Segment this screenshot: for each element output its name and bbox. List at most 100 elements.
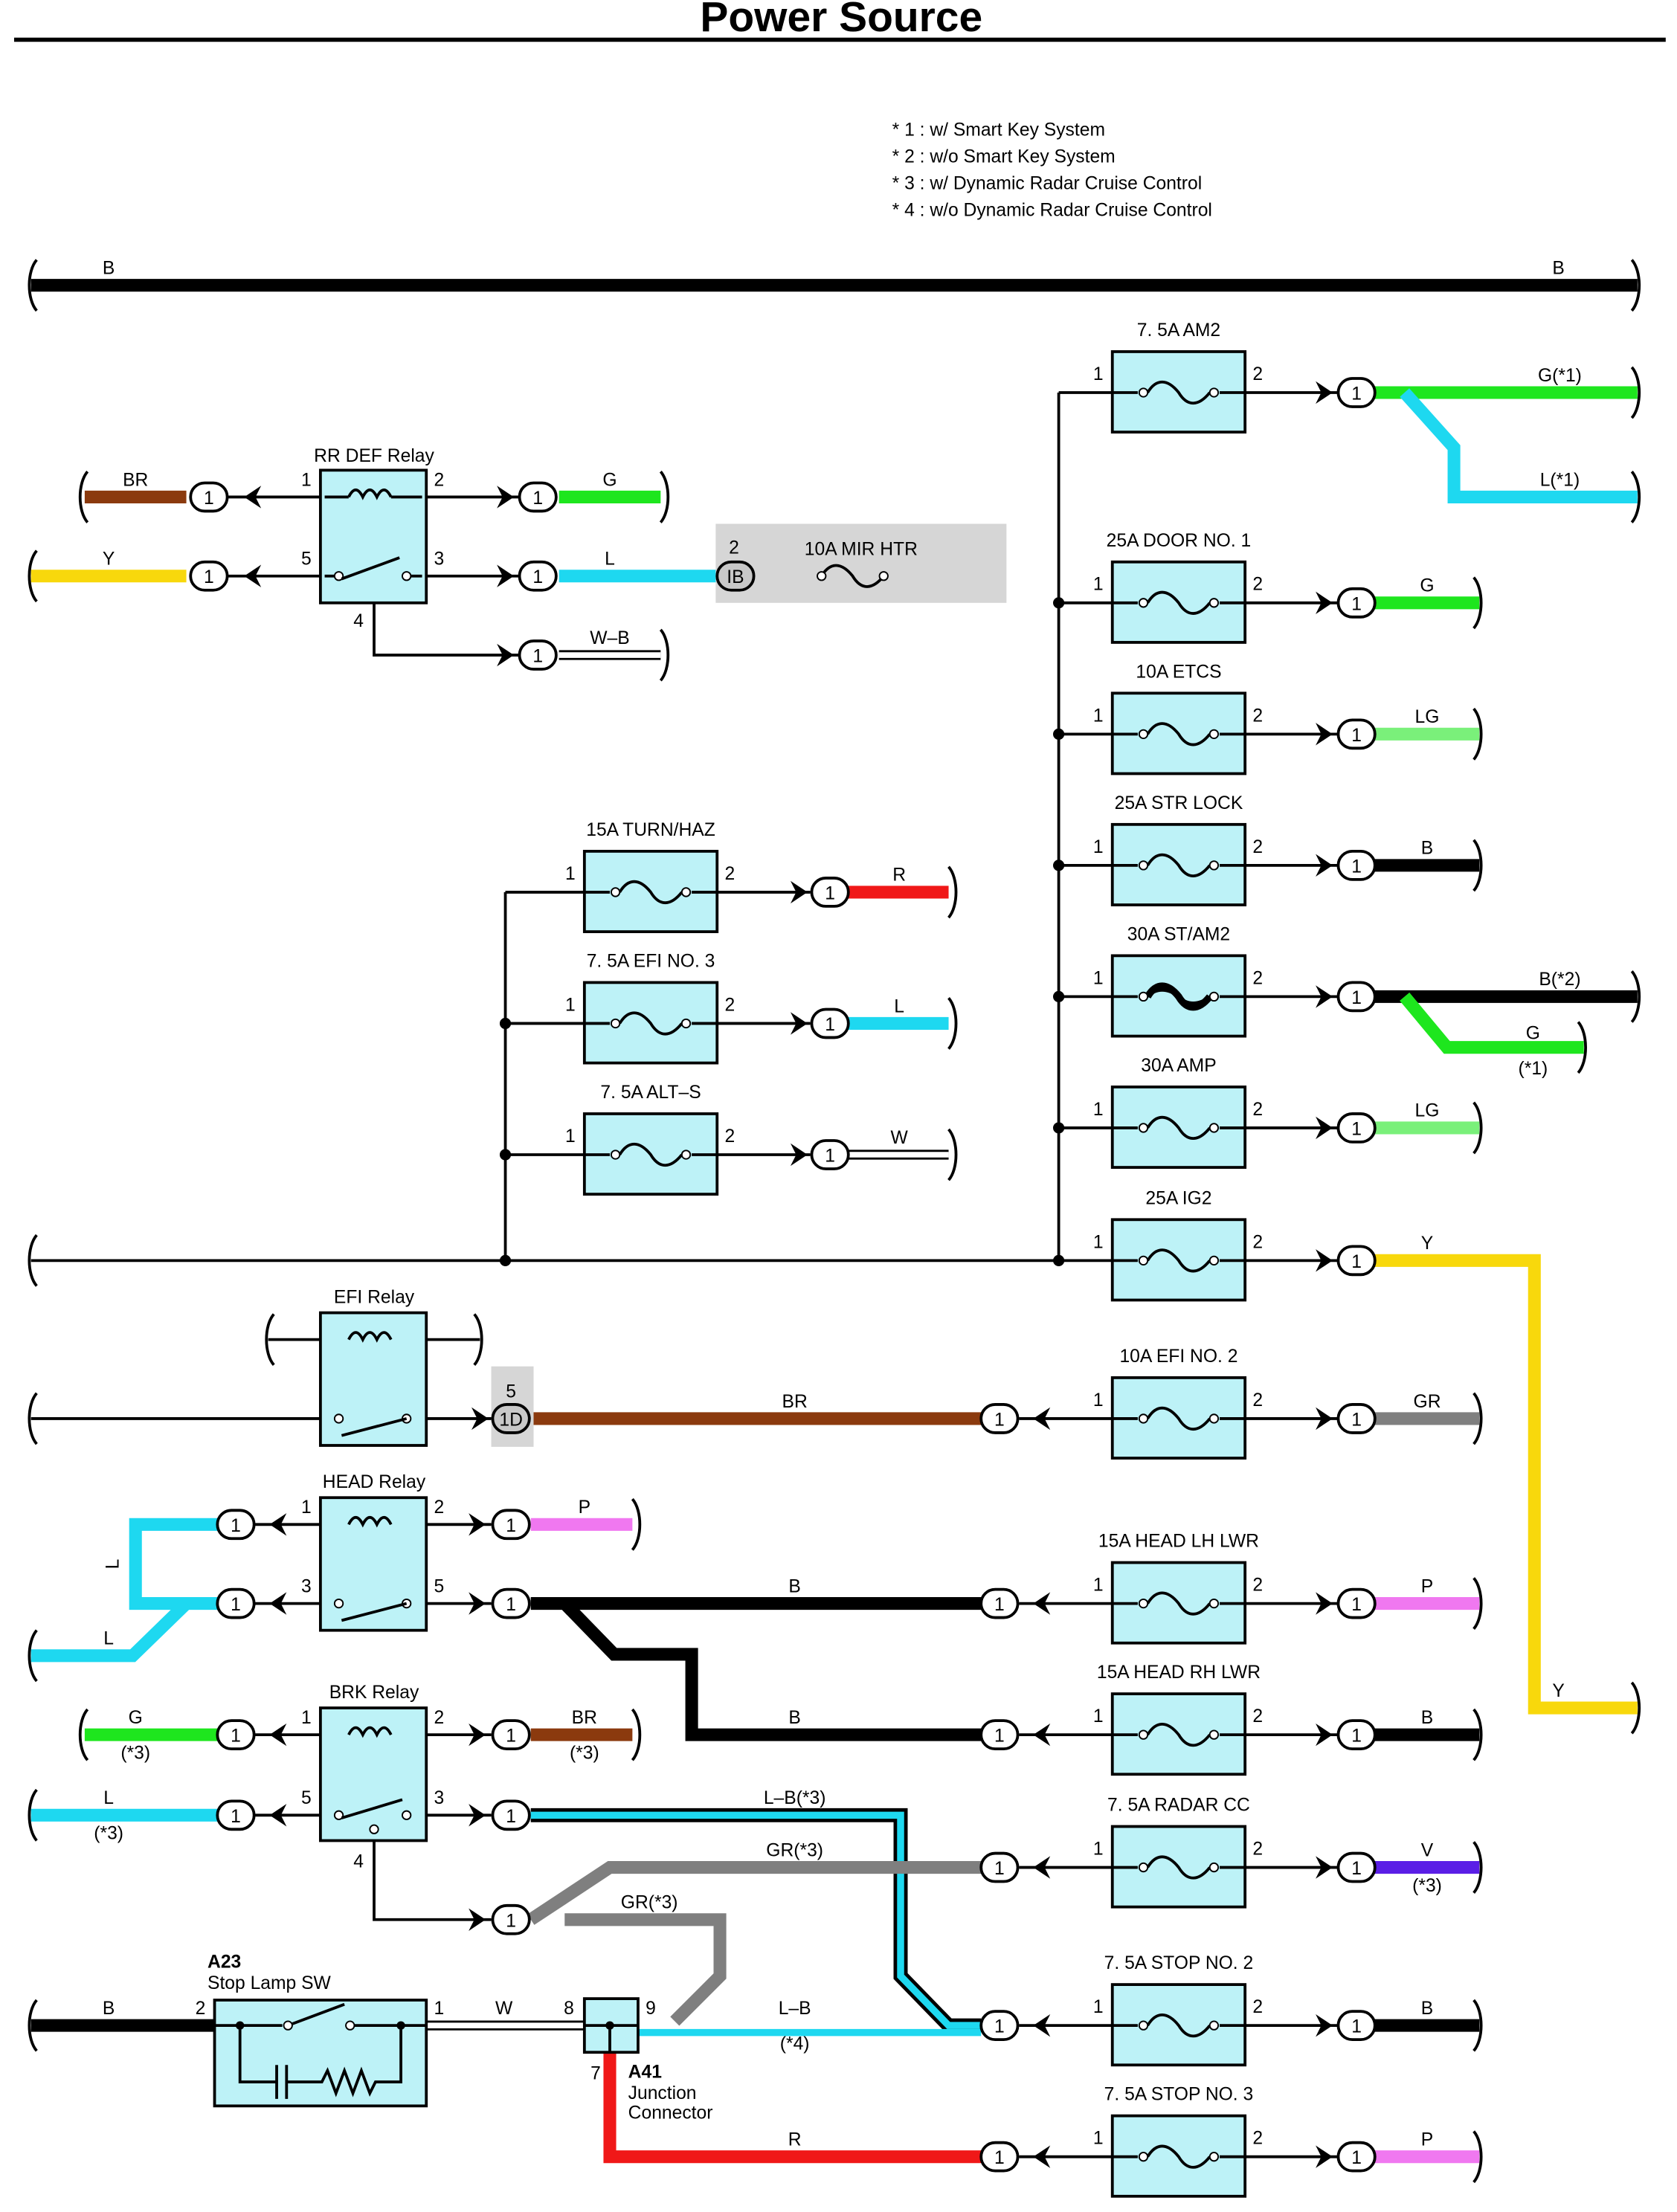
connector-arrow	[269, 1723, 287, 1747]
connector-number: 1	[1351, 1252, 1362, 1272]
label-efi-br: BR	[782, 1392, 808, 1412]
pin-p2: 2	[434, 1497, 444, 1518]
pin-p9: 9	[646, 1999, 656, 2019]
label-rrdef-g: G	[602, 470, 617, 490]
label-stam2-g: G	[1526, 1023, 1540, 1043]
connector-number: 1	[825, 883, 835, 903]
label-brk-l-star3: (*3)	[94, 1824, 123, 1844]
fuse-pin-2: 2	[1252, 1232, 1263, 1252]
label-junction-lb: L–B	[779, 1999, 811, 2019]
pin-p7: 7	[590, 2063, 601, 2083]
connector-number: 1	[1351, 1726, 1362, 1747]
label-radar-v: V	[1421, 1840, 1434, 1860]
fuse-pin-1: 1	[1093, 837, 1104, 857]
connector-arrow	[469, 1723, 486, 1747]
connector-pill: 1	[491, 1903, 531, 1935]
connector-arrow	[1033, 1407, 1051, 1431]
pin-p5: 5	[434, 1576, 444, 1596]
a41-name-1: Junction	[628, 2083, 697, 2103]
label-stam2-star1: (*1)	[1519, 1059, 1548, 1079]
connector-pill: 1	[189, 560, 229, 592]
connector-number: 1	[506, 1911, 516, 1931]
fuse-label-stop2: 7. 5A STOP NO. 2	[1104, 1953, 1254, 1973]
connector-pill: 1	[216, 1799, 256, 1831]
fuse-pin-1: 1	[1093, 1576, 1104, 1596]
label-stopsw-b: B	[103, 1999, 115, 2019]
connector-pill: 1	[216, 1587, 256, 1619]
connector-number: 1	[506, 1516, 516, 1536]
connector-arrow	[1033, 1723, 1051, 1747]
d1-connector: 1D	[491, 1403, 531, 1434]
connector-arrow	[1316, 591, 1333, 614]
pin-p2: 2	[434, 470, 444, 490]
connector-number: 1	[1351, 2148, 1362, 2168]
label-headlh-p: P	[1421, 1576, 1433, 1596]
wire-junction-r	[603, 2049, 982, 2164]
note-4: * 4 : w/o Dynamic Radar Cruise Control	[892, 201, 1212, 221]
label-efi3-l: L	[894, 996, 904, 1016]
fuse-pin-1: 1	[1093, 364, 1104, 384]
bus-label-right: B	[1552, 259, 1564, 279]
stop-lamp-switch: A23 Stop Lamp SW	[207, 1952, 428, 2108]
head-relay: HEAD Relay	[318, 1472, 428, 1632]
fuse-pin-2: 2	[1252, 1100, 1263, 1120]
label-rrdef-wb: W–B	[590, 628, 629, 648]
fuse-pin-1: 1	[1093, 1997, 1104, 2017]
note-2: * 2 : w/o Smart Key System	[892, 147, 1116, 167]
label-junction-star4: (*4)	[780, 2034, 810, 2054]
connector-arrow	[1033, 2145, 1051, 2168]
fuse-pin-2: 2	[1252, 968, 1263, 988]
wire-head-b-rh	[560, 1599, 982, 1741]
label-head-b2: B	[788, 1708, 800, 1728]
fuse-pin-1: 1	[1093, 1839, 1104, 1859]
connector-arrow	[469, 1804, 486, 1827]
connector-arrow	[244, 486, 262, 509]
connector-number: 1	[204, 488, 214, 509]
connector-number: 1D	[499, 1410, 523, 1430]
label-am2-l1: L(*1)	[1540, 470, 1580, 490]
connector-number: 1	[506, 1726, 516, 1747]
pin-p1: 1	[301, 1708, 312, 1728]
fuse-label-turn: 15A TURN/HAZ	[586, 820, 715, 840]
brk-relay: BRK Relay	[318, 1683, 428, 1842]
brk-relay-label: BRK Relay	[329, 1683, 419, 1703]
connector-number: 1	[506, 1595, 516, 1615]
connector-arrow	[1033, 1856, 1051, 1879]
connector-pill: 1	[979, 1851, 1020, 1883]
a23-code: A23	[207, 1952, 241, 1972]
fuse-pin-2: 2	[724, 1126, 735, 1147]
connector-number: 1	[1351, 594, 1362, 614]
connector-number: 1	[532, 647, 543, 667]
connector-pill: 1	[518, 639, 558, 671]
label-am2-g1: G(*1)	[1538, 366, 1582, 386]
label-rrdef-y: Y	[103, 549, 115, 570]
label-headrh-b: B	[1421, 1708, 1433, 1728]
connector-arrow	[790, 880, 808, 904]
connector-arrow	[1316, 1249, 1333, 1272]
connector-number: 1	[231, 1807, 241, 1827]
connector-number: 1	[994, 1595, 1005, 1615]
connector-arrow	[469, 1513, 486, 1536]
label-junction-r: R	[788, 2129, 802, 2150]
connector-number: 1	[1351, 1595, 1362, 1615]
pin-p3: 3	[434, 549, 444, 570]
pin-p5: 5	[506, 1381, 516, 1402]
fuse-label-door1: 25A DOOR NO. 1	[1107, 531, 1252, 551]
label-stop3-p: P	[1421, 2129, 1433, 2150]
connector-arrow	[1316, 1116, 1333, 1140]
connector-pill: 1	[979, 1719, 1020, 1751]
connector-number: 1	[1351, 2017, 1362, 2037]
connector-arrow	[471, 1407, 489, 1431]
connector-pill: 1	[1336, 1403, 1377, 1434]
connector-pill: 1	[1336, 2010, 1377, 2042]
fuse-pin-2: 2	[724, 864, 735, 884]
connector-arrow	[1316, 1723, 1333, 1747]
